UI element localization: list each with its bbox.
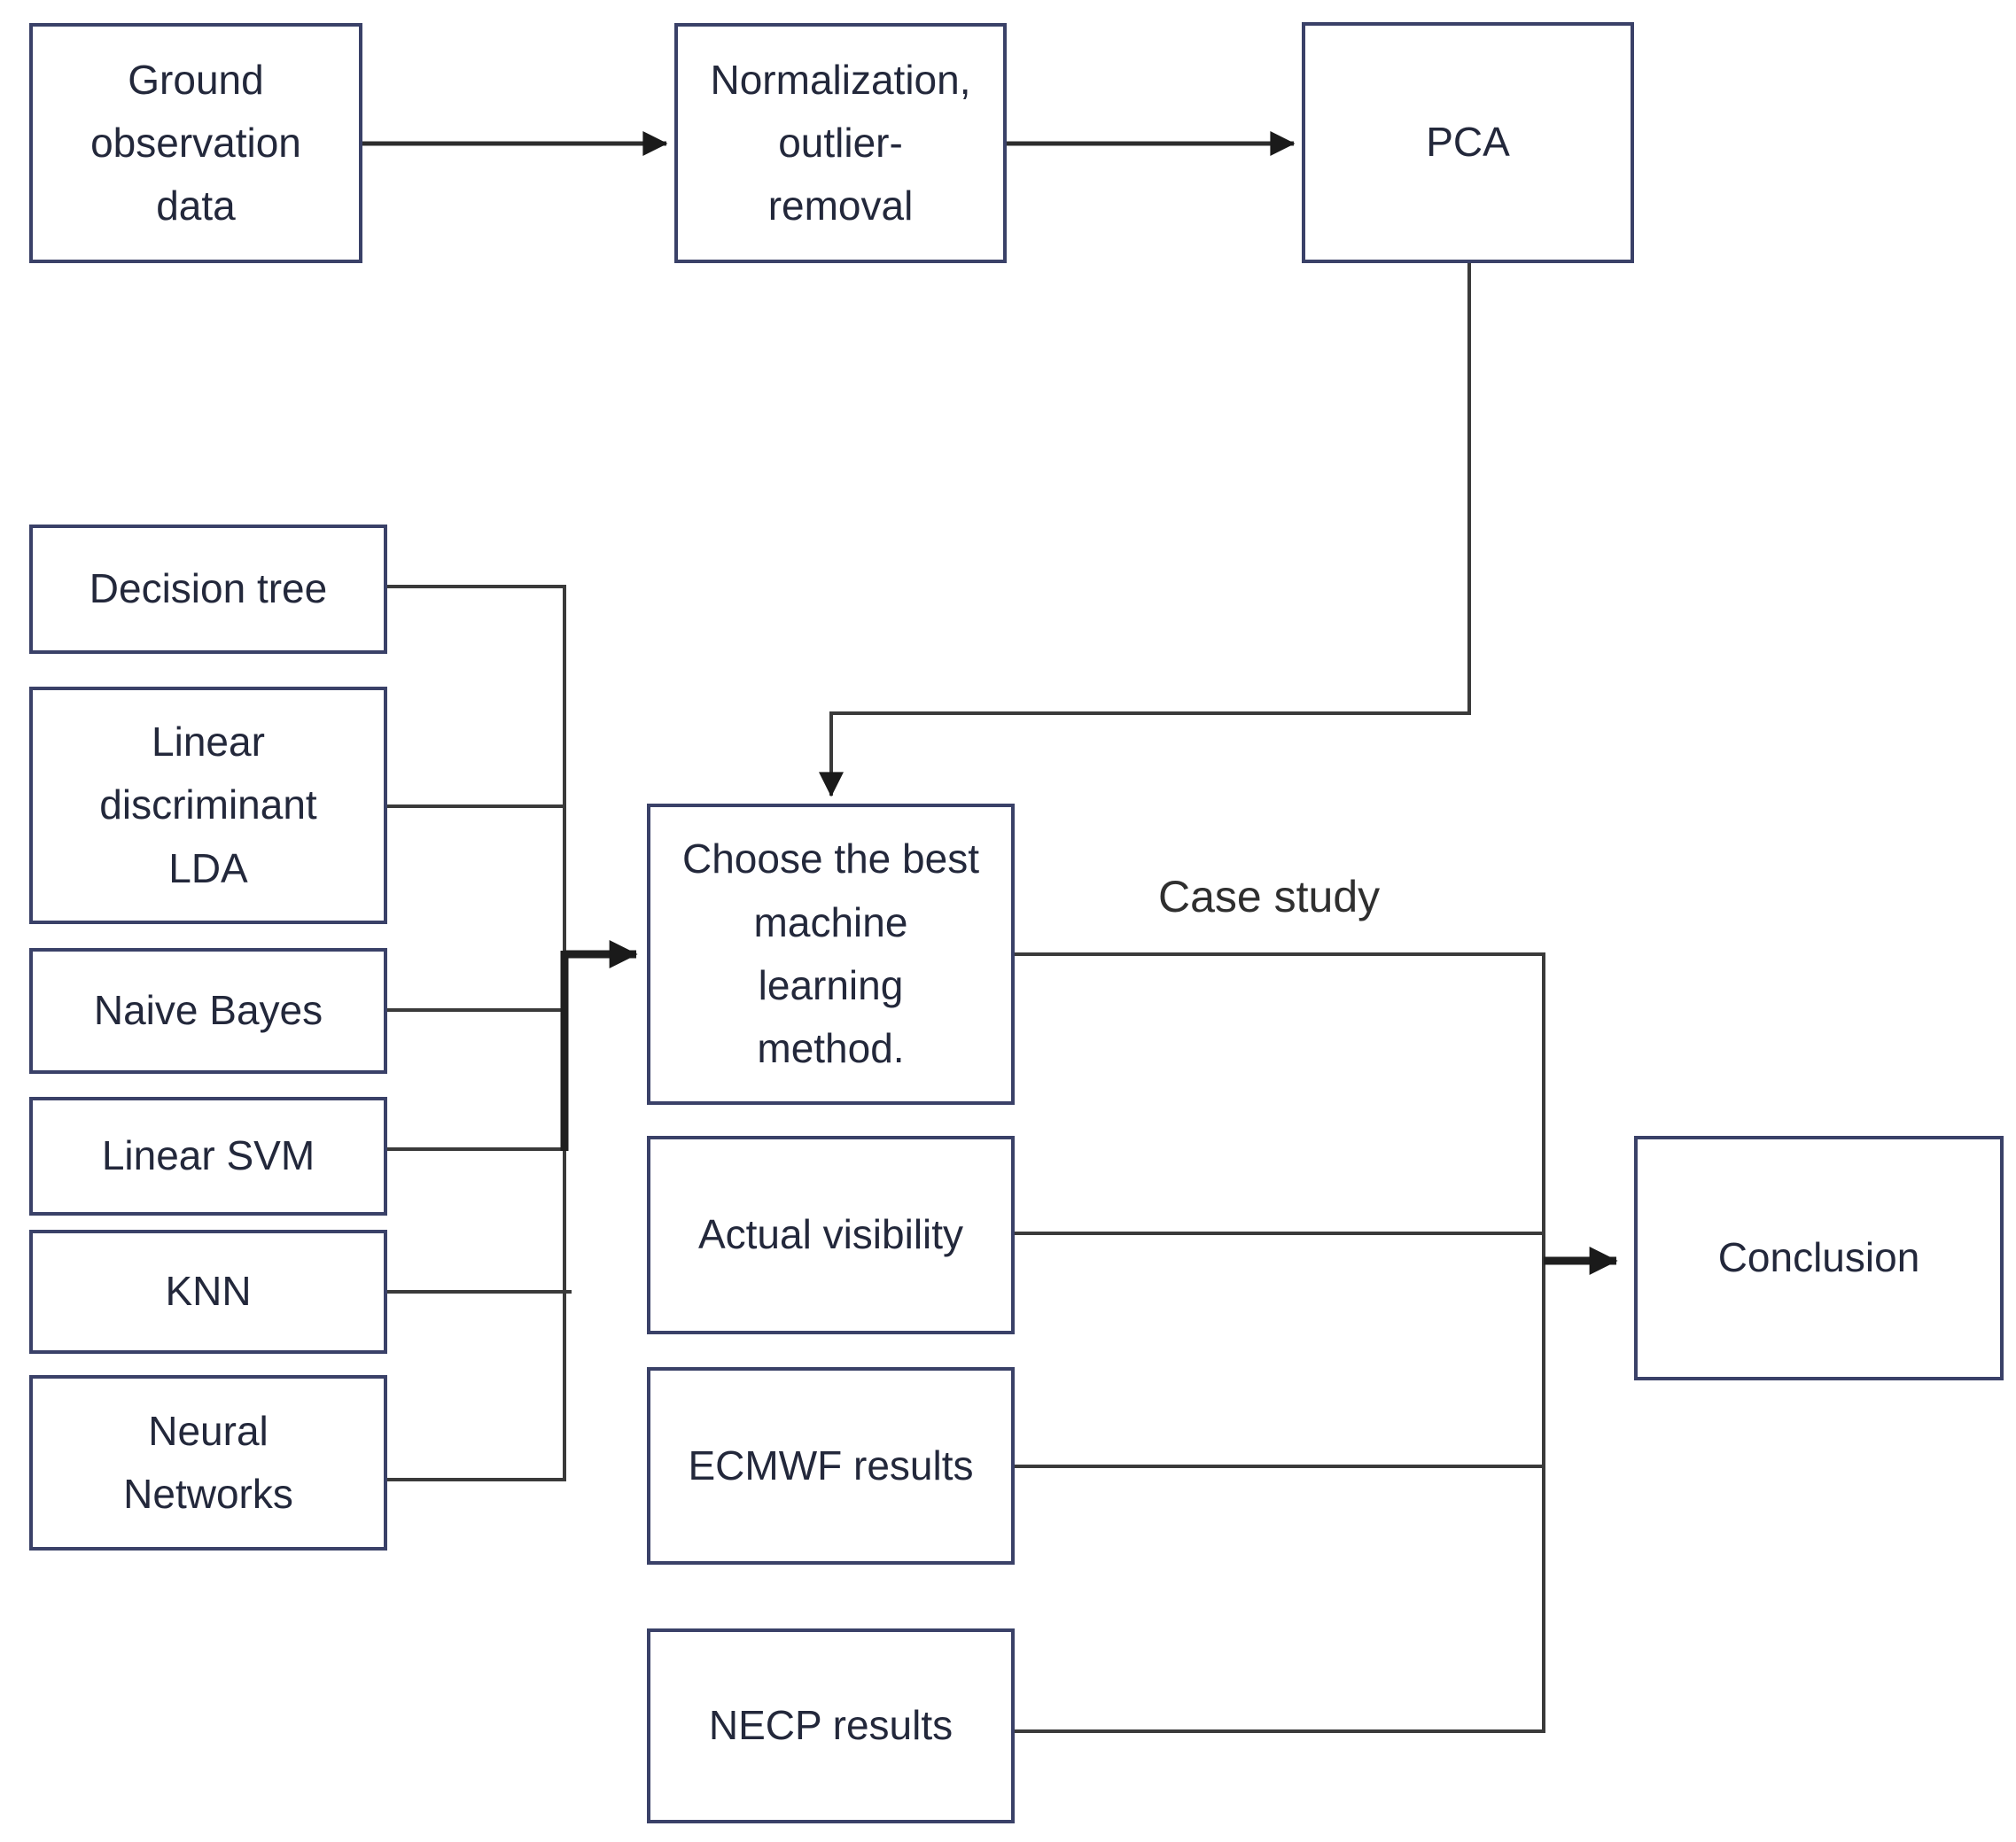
node-neural-networks: Neural Networks: [29, 1375, 387, 1551]
node-linear-discriminant-lda: Linear discriminant LDA: [29, 687, 387, 924]
node-normalization-outlier-removal: Normalization, outlier- removal: [674, 23, 1007, 263]
node-necp-results: NECP results: [647, 1628, 1015, 1823]
node-knn: KNN: [29, 1230, 387, 1354]
node-linear-svm: Linear SVM: [29, 1097, 387, 1216]
node-pca: PCA: [1302, 22, 1634, 263]
edge-pca-to-choose: [819, 263, 1471, 797]
node-choose-best-ml-method: Choose the best machine learning method.: [647, 804, 1015, 1105]
node-conclusion: Conclusion: [1634, 1136, 2004, 1380]
edge-label-case-study: Case study: [1158, 872, 1381, 921]
node-ground-observation-data: Ground observation data: [29, 23, 362, 263]
node-naive-bayes: Naive Bayes: [29, 948, 387, 1074]
node-decision-tree: Decision tree: [29, 525, 387, 654]
node-actual-visibility: Actual visibility: [647, 1136, 1015, 1334]
node-ecmwf-results: ECMWF results: [647, 1367, 1015, 1565]
